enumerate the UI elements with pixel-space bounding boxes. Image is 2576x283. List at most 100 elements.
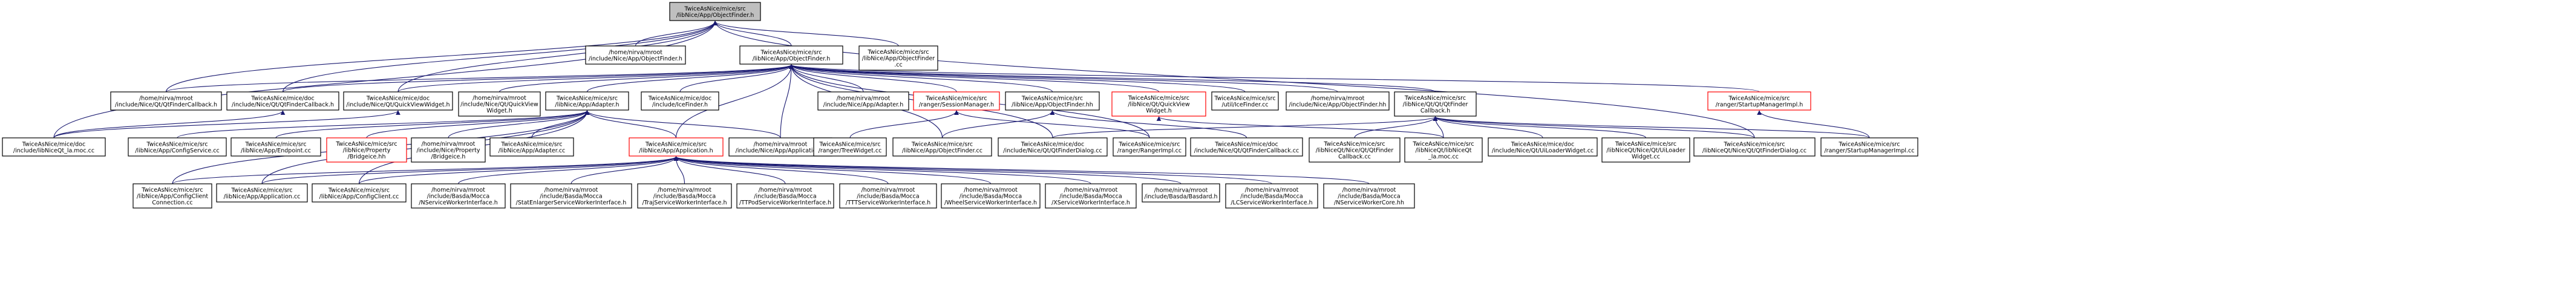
node-ranger-impl[interactable]: TwiceAsNice/mice/src/ranger/RangerImpl.c… — [1113, 137, 1186, 157]
node-box — [1190, 137, 1303, 157]
node-lc-service[interactable]: /home/nirva/mroot/include/Basda/Mocca/LC… — [1225, 183, 1318, 209]
node-label-line: /home/nirva/mroot — [759, 187, 812, 194]
node-label-line: /include/Basda/Mocca — [1240, 194, 1303, 200]
node-label-line: /NServiceWorkerInterface.h — [419, 200, 497, 206]
node-label-line: TwiceAsNice/mice/src — [1615, 141, 1676, 148]
node-label-line: /include/Nice/Qt/QuickView — [460, 102, 538, 108]
dependency-edge — [673, 156, 992, 184]
node-box — [1113, 137, 1186, 157]
node-label-line: TwiceAsNice/mice/src — [760, 49, 822, 56]
node-qtfc-cb-home[interactable]: /home/nirva/mroot/include/Nice/Qt/QtFind… — [110, 91, 222, 111]
node-box — [216, 183, 308, 203]
node-box — [458, 91, 541, 117]
node-label-line: /WheelServiceWorkerInterface.h — [944, 200, 1037, 206]
node-label-line: /TTPodServiceWorkerInterface.h — [739, 200, 831, 206]
node-hub[interactable]: TwiceAsNice/mice/src/libNice/App/ObjectF… — [739, 45, 843, 65]
node-root[interactable]: TwiceAsNice/mice/src/libNice/App/ObjectF… — [669, 2, 761, 21]
node-basda-h[interactable]: /home/nirva/mroot/include/Basda/Basdard.… — [1142, 183, 1220, 203]
dependency-edge — [780, 64, 794, 138]
node-stat-enlarger[interactable]: /home/nirva/mroot/include/Basda/Mocca/St… — [510, 183, 632, 209]
node-ib-moc-left[interactable]: TwiceAsNice/mice/doc/include/libNiceQt_l… — [2, 137, 106, 157]
node-qtfinderdialog-doc[interactable]: TwiceAsNice/mice/doc/include/Nice/Qt/QtF… — [998, 137, 1108, 157]
node-ui-loader-doc[interactable]: TwiceAsNice/mice/doc/include/Nice/Qt/UiL… — [1488, 137, 1598, 157]
node-qtfc-cb-doc-cc[interactable]: TwiceAsNice/mice/doc/include/Nice/Qt/QtF… — [1190, 137, 1303, 157]
node-icefinder-h[interactable]: TwiceAsNice/mice/doc/include/IceFinder.h — [641, 91, 719, 111]
node-qtfc-cb-src[interactable]: TwiceAsNice/mice/src/libNice/Qt/Qt/QtFin… — [1394, 91, 1477, 117]
node-label-line: Callback.h — [1420, 108, 1450, 114]
node-label-line: /include/libNiceQt_la.moc.cc — [13, 148, 94, 154]
dependency-edge — [358, 156, 679, 184]
node-startup-impl-cc[interactable]: TwiceAsNice/mice/src/ranger/StartupManag… — [1820, 137, 1918, 157]
node-box — [545, 91, 629, 111]
node-label-line: /home/nirva/mroot — [861, 187, 915, 194]
node-label-line: /libNice/App/Endpoint.cc — [241, 148, 311, 154]
node-property-bridge-hh[interactable]: TwiceAsNice/mice/src/libNice/Property/Br… — [326, 137, 407, 163]
node-app-objfinder-cc2[interactable]: TwiceAsNice/mice/src/libNice/App/ObjectF… — [892, 137, 992, 157]
node-ib-moc-right[interactable]: TwiceAsNice/mice/src/libNiceQt/libNiceQt… — [1404, 137, 1483, 163]
node-label-line: /libNice/App/ObjectFinder.h — [676, 12, 754, 19]
dependency-edge — [713, 21, 1755, 138]
node-objfinder-h[interactable]: /home/nirva/mroot/include/Nice/App/Objec… — [585, 45, 686, 65]
node-session-mgr[interactable]: TwiceAsNice/mice/src/ranger/SessionManag… — [913, 91, 1000, 111]
node-objfinder-hh-home[interactable]: /home/nirva/mroot/include/Nice/App/Objec… — [1286, 91, 1390, 111]
node-qtqv-widget-doc[interactable]: TwiceAsNice/mice/doc/include/Nice/Qt/Qui… — [343, 91, 453, 111]
node-qtqv-widget-src[interactable]: TwiceAsNice/mice/src/libNice/Qt/QuickVie… — [1111, 91, 1206, 117]
node-app-adapter-home[interactable]: /home/nirva/mroot/include/Nice/App/Adapt… — [817, 91, 909, 111]
node-ranger-tree[interactable]: TwiceAsNice/mice/src/ranger/TreeWidget.c… — [813, 137, 887, 157]
dependency-edge — [165, 64, 794, 93]
node-box — [585, 45, 686, 65]
dependency-edge — [789, 64, 1160, 93]
node-label-line: TwiceAsNice/mice/doc — [1214, 141, 1278, 148]
node-app-configclient-cc[interactable]: TwiceAsNice/mice/src/libNice/App/ConfigC… — [312, 183, 407, 203]
node-nservice-core[interactable]: /home/nirva/mroot/include/Basda/Mocca/NS… — [1323, 183, 1415, 209]
node-property-bridge-h[interactable]: /home/nirva/mroot/include/Nice/Property/… — [411, 137, 486, 163]
node-box — [226, 91, 339, 111]
dependency-edge — [53, 110, 400, 138]
node-icefinder-cc[interactable]: TwiceAsNice/mice/src/util/IceFinder.cc — [1211, 91, 1279, 111]
node-wheel-service[interactable]: /home/nirva/mroot/include/Basda/Mocca/Wh… — [941, 183, 1041, 209]
node-label-line: TwiceAsNice/mice/src — [141, 187, 203, 194]
node-label-line: /home/nirva/mroot — [754, 141, 808, 148]
node-startup-impl-h[interactable]: TwiceAsNice/mice/src/ranger/StartupManag… — [1707, 91, 1811, 111]
node-ttt-service[interactable]: /home/nirva/mroot/include/Basda/Mocca/TT… — [839, 183, 937, 209]
node-tt-pod[interactable]: /home/nirva/mroot/include/Basda/Mocca/TT… — [736, 183, 834, 209]
node-label-line: TwiceAsNice/mice/src — [1404, 95, 1466, 102]
dependency-edge — [165, 21, 718, 93]
node-box — [411, 137, 486, 163]
node-label-line: TwiceAsNice/mice/src — [1021, 95, 1083, 102]
node-label-line: TwiceAsNice/mice/src — [911, 141, 973, 148]
node-qtqv-widget-home[interactable]: /home/nirva/mroot/include/Nice/Qt/QuickV… — [458, 91, 541, 117]
node-app-adapter-cc[interactable]: TwiceAsNice/mice/src/libNice/App/Adapter… — [489, 137, 574, 157]
node-x-service[interactable]: /home/nirva/mroot/include/Basda/Mocca/XS… — [1045, 183, 1137, 209]
node-app-configsvc[interactable]: TwiceAsNice/mice/src/libNice/App/ConfigS… — [128, 137, 227, 157]
node-label-line: /include/Basda/Mocca — [959, 194, 1022, 200]
node-qtfc-cb-doc[interactable]: TwiceAsNice/mice/doc/include/Nice/Qt/QtF… — [226, 91, 339, 111]
node-nservice-worker[interactable]: /home/nirva/mroot/include/Basda/Mocca/NS… — [411, 183, 506, 209]
node-box — [813, 137, 887, 157]
node-label-line: /include/Basda/Mocca — [1059, 194, 1122, 200]
node-box — [132, 183, 212, 209]
dependency-edge — [679, 64, 794, 93]
node-app-application-cc[interactable]: TwiceAsNice/mice/src/libNice/App/Applica… — [216, 183, 308, 203]
node-label-line: TwiceAsNice/mice/src — [146, 141, 208, 148]
node-objfinder-cc[interactable]: TwiceAsNice/mice/src/libNice/App/ObjectF… — [858, 45, 938, 71]
node-objfinder-hh[interactable]: TwiceAsNice/mice/src/libNice/App/ObjectF… — [1005, 91, 1100, 111]
node-qtfinderdialog-src[interactable]: TwiceAsNice/mice/src/libNiceQt/Nice/Qt/Q… — [1693, 137, 1816, 157]
node-traj-service[interactable]: /home/nirva/mroot/include/Basda/Mocca/Tr… — [637, 183, 732, 209]
node-label-line: /include/Nice/Qt/QtFinderCallback.h — [232, 102, 334, 108]
node-label-line: /libNice/App/Application.h — [639, 148, 713, 154]
node-label-line: /include/Nice/Qt/UiLoaderWidget.cc — [1492, 148, 1594, 154]
node-label-line: /include/Basda/Mocca — [754, 194, 816, 200]
node-label-line: TwiceAsNice/mice/src — [867, 49, 929, 56]
node-qtfc-cb-src-cc[interactable]: TwiceAsNice/mice/src/libNiceQt/Nice/Qt/Q… — [1309, 137, 1401, 163]
node-box — [1820, 137, 1918, 157]
node-app-endpoint[interactable]: TwiceAsNice/mice/src/libNice/App/Endpoin… — [230, 137, 321, 157]
node-ui-loader-src[interactable]: TwiceAsNice/mice/src/libNiceQt/Nice/Qt/U… — [1601, 137, 1690, 163]
node-label-line: TwiceAsNice/mice/src — [1128, 95, 1189, 102]
node-label-line: /home/nirva/mroot — [431, 187, 485, 194]
dependency-edge — [282, 64, 794, 93]
node-app-adapter[interactable]: TwiceAsNice/mice/src/libNice/App/Adapter… — [545, 91, 629, 111]
node-app-application[interactable]: TwiceAsNice/mice/src/libNice/App/Applica… — [629, 137, 724, 157]
node-config-client-conn[interactable]: TwiceAsNice/mice/src/libNice/App/ConfigC… — [132, 183, 212, 209]
dependency-edge — [448, 110, 590, 138]
